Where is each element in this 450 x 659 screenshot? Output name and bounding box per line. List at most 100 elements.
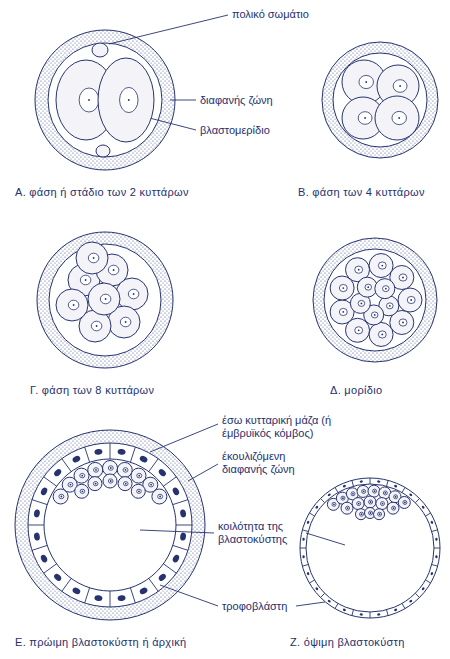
cell-nucleus [409,493,413,497]
cell-border [110,591,111,607]
zona-ring [22,437,199,614]
nucleolus [159,496,161,498]
cell-border [173,545,188,550]
cell [368,485,380,497]
leader-line [296,602,325,606]
cell-membrane [369,322,393,346]
nucleolus [110,480,112,482]
cell-nucleus [139,455,149,464]
cell-nucleus [362,489,366,493]
nucleolus [358,503,360,505]
cell-membrane [364,496,376,508]
cell-nucleus [80,489,85,493]
nucleolus [389,305,391,307]
cell-border [352,480,354,486]
cell-border [28,525,44,526]
cell-nucleus [157,572,167,582]
nucleolus [382,503,384,505]
stage-caption: Γ. φάση των 8 κυττάρων [30,384,154,397]
cell-nucleus [377,480,380,483]
cell-border [302,530,308,532]
cell-nucleus [421,505,425,509]
cell-nucleus [435,538,438,541]
nucleolus [73,304,75,306]
cell-border [321,499,325,503]
zona-ring [42,37,169,164]
cell-border [432,530,438,532]
cell-nucleus [394,495,398,499]
cell-nucleus [358,112,372,125]
cell-nucleus [387,303,394,309]
nucleolus [379,513,381,515]
cell [387,502,399,514]
cell-border [85,588,90,603]
wall-outline [44,459,176,591]
cell-membrane [152,489,167,504]
zona-outline [35,30,175,170]
cell-nucleus [327,599,331,603]
nucleolus [358,329,360,331]
cell [375,279,395,299]
cell-nucleus [139,587,149,596]
stage-caption: Α. φάση ή στάδιο των 2 κυττάρων [15,186,189,199]
leader-line [188,464,218,481]
cell-nucleus [302,555,305,558]
cell-nucleus [302,538,305,541]
cell-nucleus [108,265,119,275]
cell-border [387,610,389,616]
cell-nucleus [393,80,407,93]
cell-membrane [387,502,399,514]
nucleolus [138,475,140,477]
cell-nucleus [394,484,398,487]
nucleolus [364,117,366,119]
cell-nucleus [381,502,385,506]
part-label: έκουλιζόμενη διαφανής ζώνη [222,450,332,476]
cell [75,484,89,498]
cell [56,289,88,321]
cell-border [62,459,71,472]
cell-nucleus [108,466,113,471]
cell [96,145,110,157]
cell [341,502,353,514]
cell-nucleus [137,473,142,478]
cell-nucleus [33,509,40,518]
nucleolus [113,269,115,271]
cell-membrane [96,145,110,157]
leader-line [109,15,228,44]
cell-nucleus [365,284,372,290]
cell-nucleus [373,489,377,493]
cell [118,477,132,491]
cell-nucleus [394,608,398,611]
cell-border [425,513,430,516]
cell-membrane [74,468,89,483]
nucleolus [95,483,97,485]
cell-membrane [368,485,380,497]
cell-membrane [118,477,132,491]
cell-border [309,513,314,516]
cell-nucleus [93,482,98,486]
cell [88,462,103,477]
cell-border [309,580,314,583]
cell-membrane [398,496,410,508]
cell-border [370,612,371,618]
cell [398,496,410,508]
cell-nucleus [342,484,346,487]
nucleolus [60,496,62,498]
nucleolus [352,493,354,495]
cell [88,477,102,491]
zona-ring [43,238,167,362]
zona-outline [333,53,427,147]
cell-nucleus [91,321,102,331]
cell-nucleus [100,294,111,304]
nucleolus [125,469,127,471]
nucleolus [381,265,383,267]
nucleolus [138,490,140,492]
nucleolus [93,257,95,259]
cell-membrane [341,502,353,514]
cell-nucleus [392,111,407,124]
nucleolus [342,287,344,289]
cell-border [110,443,111,459]
cell-border [32,500,47,505]
cell-border [163,477,176,486]
